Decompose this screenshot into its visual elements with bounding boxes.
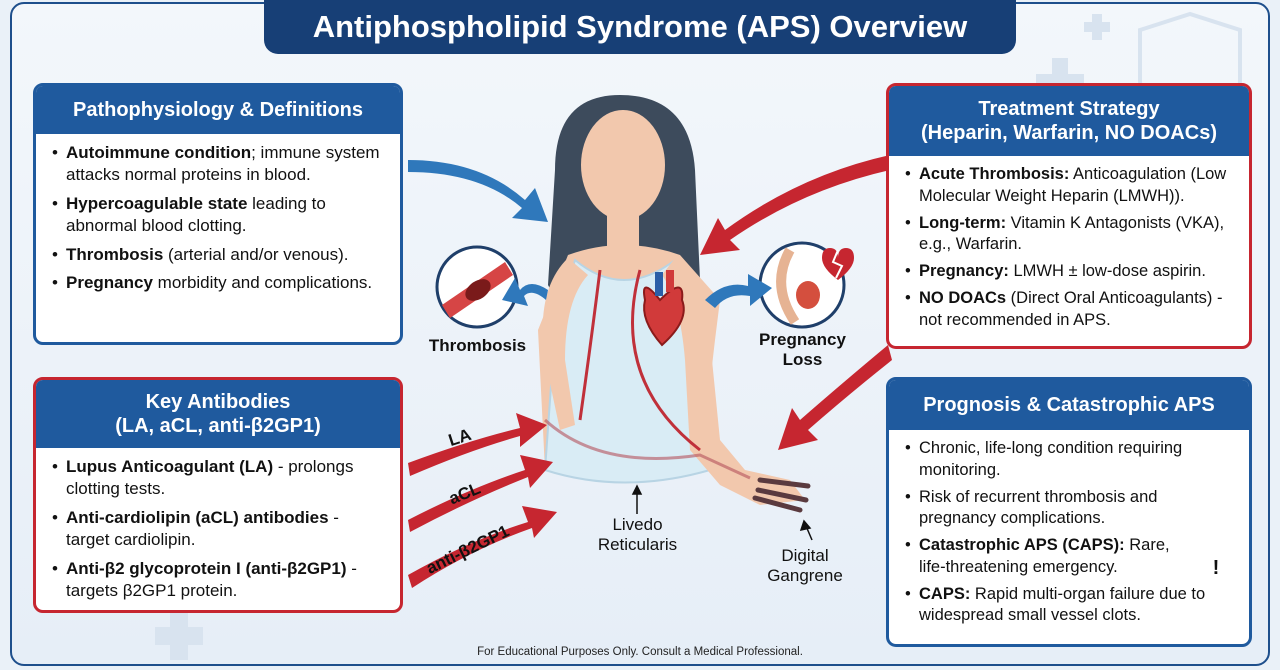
label-line: Digital xyxy=(781,546,829,565)
list-item: Lupus Anticoagulant (LA) - prolongs clot… xyxy=(52,456,386,501)
label-line: Gangrene xyxy=(767,566,843,586)
heading-line: (LA, aCL, anti-β2GP1) xyxy=(115,415,321,437)
list-item: Anti-cardiolipin (aCL) antibodies - targ… xyxy=(52,507,386,552)
red-arrows xyxy=(408,155,892,588)
pathophysiology-list: Autoimmune condition; immune system atta… xyxy=(36,134,400,295)
heading-line: (Heparin, Warfarin, NO DOACs) xyxy=(921,122,1217,144)
blood-vessel-clot-icon xyxy=(435,245,519,329)
panel-heading: Pathophysiology & Definitions xyxy=(36,86,400,134)
prognosis-panel: Prognosis & Catastrophic APS Chronic, li… xyxy=(886,377,1252,647)
list-item: Autoimmune condition; immune system atta… xyxy=(52,142,386,187)
thrombosis-label: Thrombosis xyxy=(428,336,527,355)
woman-figure xyxy=(538,95,811,513)
list-item: Risk of recurrent thrombosis and pregnan… xyxy=(905,487,1235,531)
list-item: Anti-β2 glycoprotein I (anti-β2GP1) - ta… xyxy=(52,558,386,603)
label-line: Loss xyxy=(782,350,823,370)
list-item: Long-term: Vitamin K Antagonists (VKA), … xyxy=(905,213,1235,257)
page-title: Antiphospholipid Syndrome (APS) Overview xyxy=(264,0,1016,54)
list-item: Hypercoagulable state leading to abnorma… xyxy=(52,193,386,238)
label-line: Reticularis xyxy=(597,535,678,555)
panel-heading: Prognosis & Catastrophic APS xyxy=(889,380,1249,430)
footer-disclaimer: For Educational Purposes Only. Consult a… xyxy=(477,646,803,658)
list-item: Catastrophic APS (CAPS): Rare, life-thre… xyxy=(905,535,1235,579)
heading-line: Treatment Strategy xyxy=(978,98,1160,120)
heading-line: Key Antibodies xyxy=(145,391,291,413)
list-item: Thrombosis (arterial and/or venous). xyxy=(52,244,386,267)
pathophysiology-panel: Pathophysiology & Definitions Autoimmune… xyxy=(33,83,403,345)
label-line: Livedo xyxy=(612,515,663,534)
digital-gangrene-label: Digital Gangrene xyxy=(755,546,855,587)
panel-heading: Treatment Strategy (Heparin, Warfarin, N… xyxy=(889,86,1249,156)
prognosis-list: Chronic, life-long condition requiring m… xyxy=(889,430,1249,627)
pregnancy-loss-label: Pregnancy Loss xyxy=(745,330,860,371)
livedo-reticularis-label: Livedo Reticularis xyxy=(585,515,690,556)
antibodies-panel: Key Antibodies (LA, aCL, anti-β2GP1) Lup… xyxy=(33,377,403,613)
treatment-list: Acute Thrombosis: Anticoagulation (Low M… xyxy=(889,156,1249,331)
treatment-panel: Treatment Strategy (Heparin, Warfarin, N… xyxy=(886,83,1252,349)
list-item: CAPS: Rapid multi-organ failure due to w… xyxy=(905,584,1235,628)
pointer-lines xyxy=(631,484,813,541)
pregnancy-loss-icon xyxy=(758,241,854,329)
list-item: Chronic, life-long condition requiring m… xyxy=(905,438,1235,482)
label-line: Pregnancy xyxy=(759,330,846,349)
blue-arrows xyxy=(408,160,772,308)
list-item: Pregnancy morbidity and complications. xyxy=(52,272,386,295)
list-item: NO DOACs (Direct Oral Anticoagulants) - … xyxy=(905,288,1235,332)
list-item: Acute Thrombosis: Anticoagulation (Low M… xyxy=(905,164,1235,208)
panel-heading: Key Antibodies (LA, aCL, anti-β2GP1) xyxy=(36,380,400,448)
warning-exclamation: ! xyxy=(1212,557,1220,579)
antibodies-list: Lupus Anticoagulant (LA) - prolongs clot… xyxy=(36,448,400,603)
list-item: Pregnancy: LMWH ± low-dose aspirin. xyxy=(905,261,1235,283)
